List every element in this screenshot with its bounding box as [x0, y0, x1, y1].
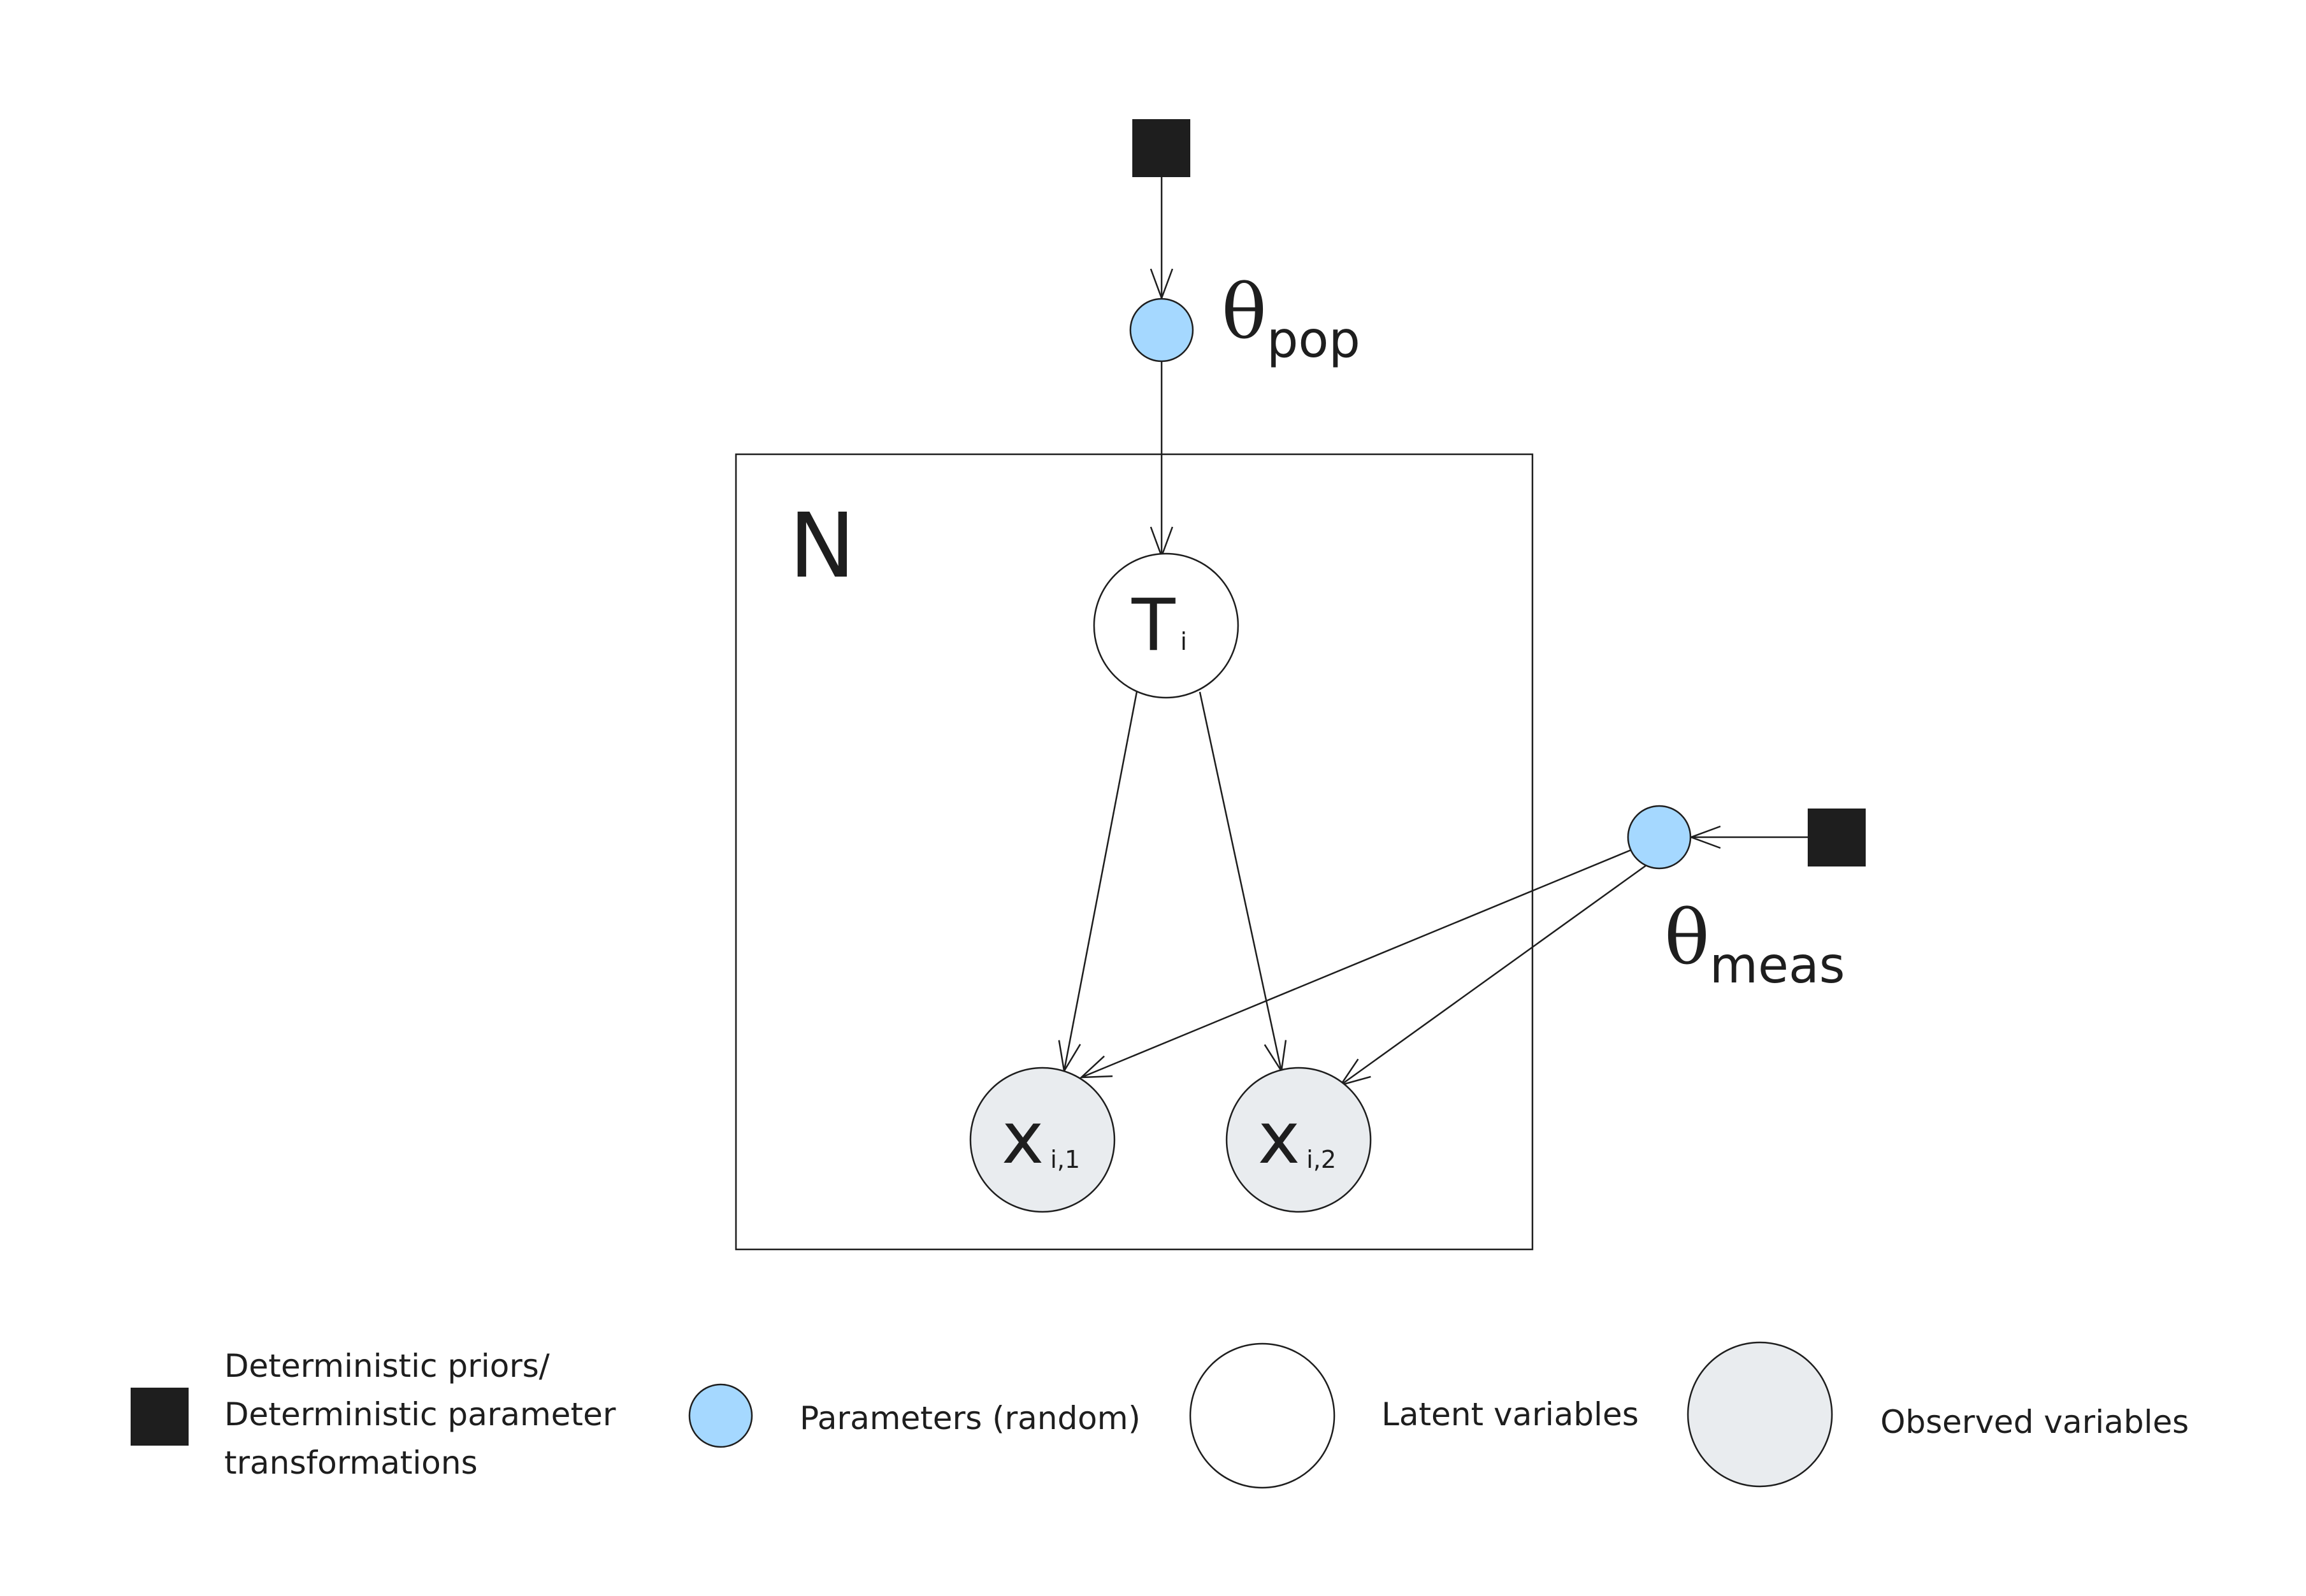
- observed-node-x1: [969, 1067, 1116, 1213]
- legend-deterministic-line-3: transformations: [224, 1444, 478, 1481]
- legend-latent-label: Latent variables: [1381, 1396, 1639, 1433]
- theta-meas-node: [1627, 805, 1692, 870]
- plate-label: N: [789, 494, 856, 598]
- edge-theta-meas-to-observed-1: [1081, 849, 1632, 1077]
- theta-meas-label: θmeas: [1664, 893, 1845, 995]
- legend-deterministic-label: Deterministic priors/ Deterministic para…: [224, 1342, 616, 1487]
- legend-latent-icon: [1189, 1342, 1336, 1489]
- edge-latent-to-observed-1: [1064, 691, 1138, 1071]
- theta-pop-label: θpop: [1221, 268, 1360, 369]
- edge-latent-to-observed-2: [1199, 691, 1281, 1071]
- legend-deterministic-line-1: Deterministic priors/: [224, 1348, 550, 1384]
- theta-pop-node: [1129, 298, 1194, 363]
- edge-theta-meas-to-observed-2: [1341, 862, 1650, 1085]
- latent-node-t: [1093, 552, 1239, 699]
- legend-observed-icon: [1687, 1341, 1833, 1488]
- plate-box: [735, 453, 1534, 1251]
- legend-observed-label: Observed variables: [1880, 1404, 2189, 1441]
- legend-parameter-icon: [688, 1383, 753, 1448]
- observed-node-x2: [1225, 1067, 1372, 1213]
- legend-deterministic-line-2: Deterministic parameter: [224, 1396, 616, 1433]
- legend-deterministic-icon: [131, 1388, 189, 1446]
- deterministic-prior-top: [1132, 119, 1190, 177]
- legend-parameters-label: Parameters (random): [800, 1400, 1141, 1437]
- deterministic-prior-right: [1808, 809, 1866, 866]
